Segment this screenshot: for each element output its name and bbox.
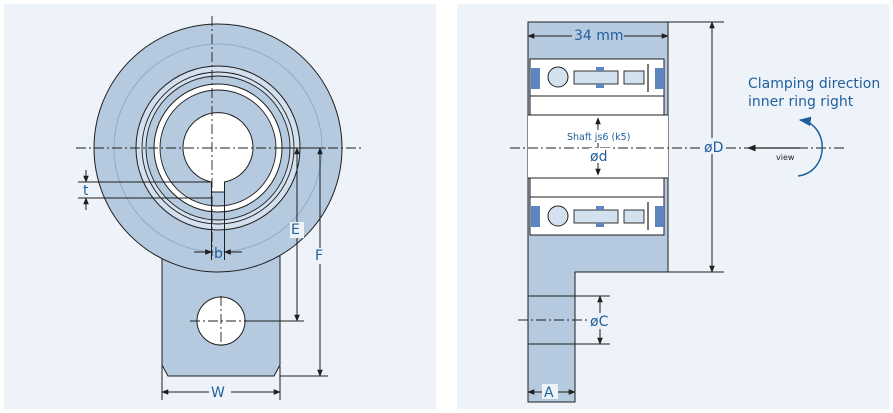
label-view: view [776, 153, 795, 162]
label-f: F [315, 248, 323, 264]
label-a: A [544, 385, 554, 401]
label-e: E [291, 222, 300, 238]
label-b: b [214, 246, 223, 262]
label-w: W [211, 385, 225, 401]
clamping-direction-line2: inner ring right [748, 94, 854, 110]
clamping-direction-line1: Clamping direction [748, 76, 880, 92]
bottom-bearing [529, 177, 665, 236]
label-width-34mm: 34 mm [574, 28, 624, 44]
bore-with-keyway [182, 112, 254, 193]
top-bearing [529, 58, 665, 116]
label-shaft-tolerance: Shaft js6 (k5) [567, 132, 630, 143]
label-hole-diameter: øC [590, 314, 609, 330]
right-bearing-section [510, 21, 846, 403]
clamping-rotation-arrow [797, 116, 823, 177]
label-outer-diameter: øD [704, 140, 723, 156]
label-t: t [83, 183, 89, 199]
left-bearing-view [76, 16, 364, 400]
label-bore-diameter: ød [590, 149, 607, 165]
